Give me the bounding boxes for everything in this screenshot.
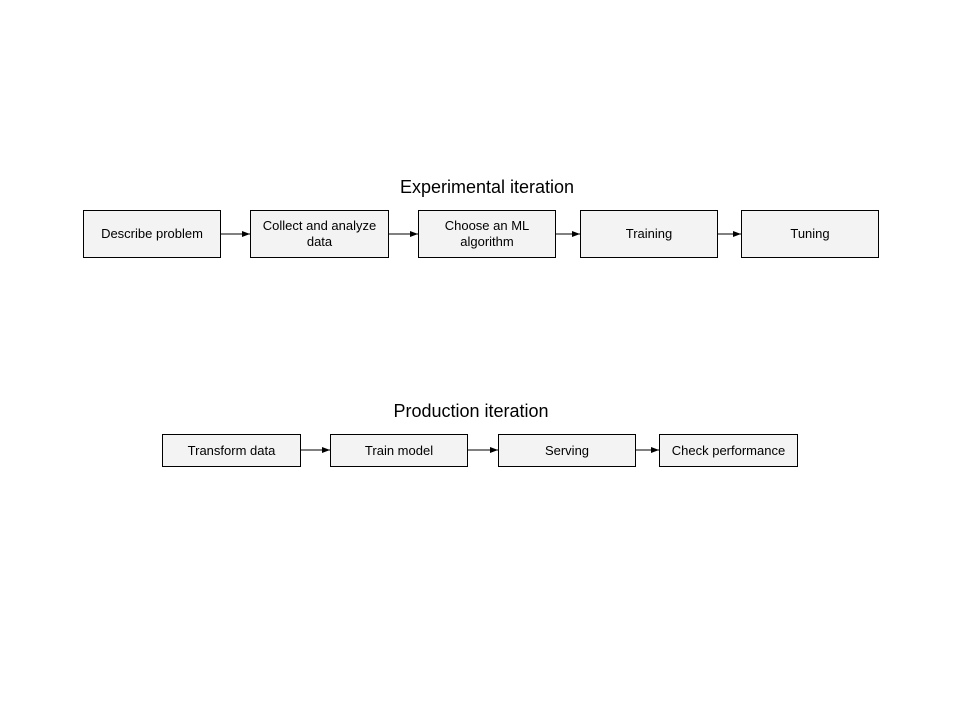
step-label: Choose an ML algorithm bbox=[444, 218, 530, 249]
step-check-performance: Check performance bbox=[659, 434, 798, 467]
step-collect-and-analyze-data: Collect and analyze data bbox=[250, 210, 389, 258]
step-label: Serving bbox=[544, 442, 590, 458]
production-iteration-title: Production iteration bbox=[393, 401, 549, 421]
step-train-model: Train model bbox=[330, 434, 468, 467]
step-label: Check performance bbox=[671, 442, 786, 458]
step-label: Train model bbox=[364, 442, 434, 458]
step-serving: Serving bbox=[498, 434, 636, 467]
step-transform-data: Transform data bbox=[162, 434, 301, 467]
step-label: Transform data bbox=[187, 442, 276, 458]
experimental-iteration-title: Experimental iteration bbox=[399, 177, 575, 197]
step-choose-ml-algorithm: Choose an ML algorithm bbox=[418, 210, 556, 258]
step-label: Collect and analyze data bbox=[262, 218, 377, 249]
step-describe-problem: Describe problem bbox=[83, 210, 221, 258]
step-label: Tuning bbox=[790, 226, 830, 241]
step-training: Training bbox=[580, 210, 718, 258]
step-tuning: Tuning bbox=[741, 210, 879, 258]
step-label: Describe problem bbox=[101, 226, 203, 241]
step-label: Training bbox=[625, 226, 673, 241]
